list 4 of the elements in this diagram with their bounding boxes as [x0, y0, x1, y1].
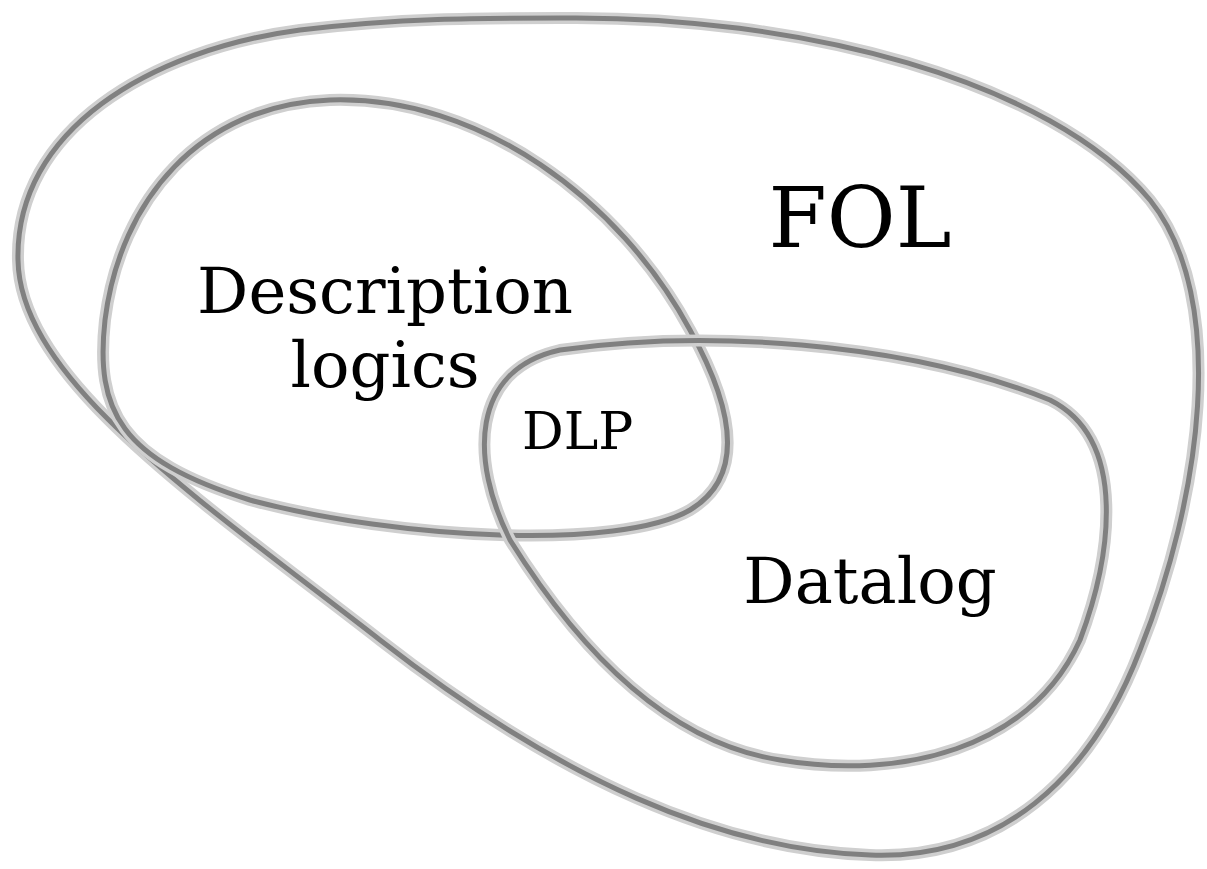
set-label: Datalog — [743, 545, 997, 619]
set-label: Description logics — [196, 255, 574, 403]
set-label: FOL — [768, 170, 952, 267]
overlap-label: DLP — [522, 405, 634, 457]
